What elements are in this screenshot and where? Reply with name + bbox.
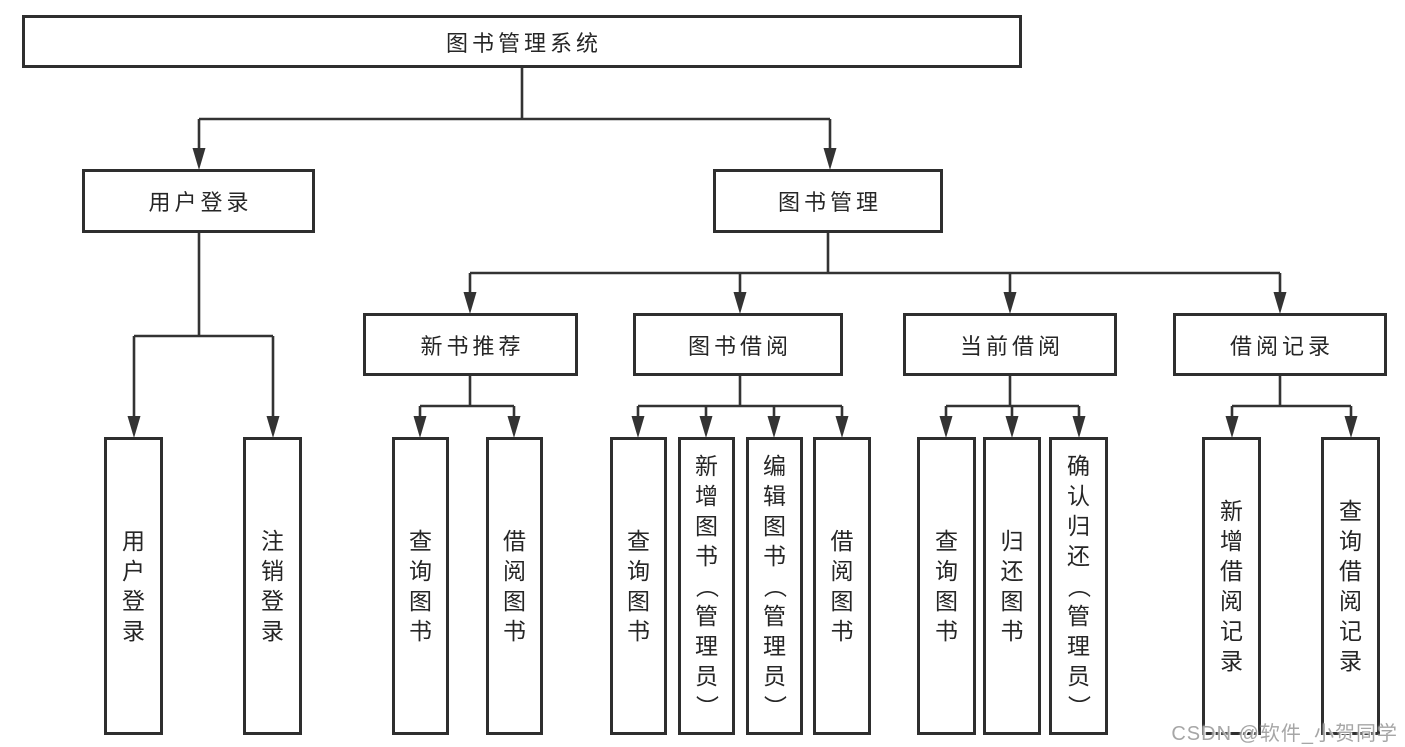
node-user-login: 用户登录 xyxy=(82,169,315,233)
leaf-query-books-recommend: 查询图书 xyxy=(392,437,449,735)
leaf-borrow-books: 借阅图书 xyxy=(813,437,871,735)
node-new-book-recommend: 新书推荐 xyxy=(363,313,578,376)
node-borrow-records: 借阅记录 xyxy=(1173,313,1387,376)
leaf-user-login: 用户登录 xyxy=(104,437,163,735)
leaf-query-books-borrow: 查询图书 xyxy=(610,437,667,735)
node-book-management: 图书管理 xyxy=(713,169,943,233)
leaf-return-book: 归还图书 xyxy=(983,437,1041,735)
watermark: CSDN @软件_小贺同学 xyxy=(1171,723,1398,745)
leaf-confirm-return-admin: 确认归还（管理员） xyxy=(1049,437,1108,735)
leaf-add-borrow-record: 新增借阅记录 xyxy=(1202,437,1261,735)
leaf-query-books-current: 查询图书 xyxy=(917,437,976,735)
leaf-add-book-admin: 新增图书（管理员） xyxy=(678,437,735,735)
leaf-borrow-books-recommend: 借阅图书 xyxy=(486,437,543,735)
node-root: 图书管理系统 xyxy=(22,15,1022,68)
node-book-borrow: 图书借阅 xyxy=(633,313,843,376)
leaf-query-borrow-record: 查询借阅记录 xyxy=(1321,437,1380,735)
leaf-edit-book-admin: 编辑图书（管理员） xyxy=(746,437,803,735)
node-current-borrow: 当前借阅 xyxy=(903,313,1117,376)
leaf-logout: 注销登录 xyxy=(243,437,302,735)
